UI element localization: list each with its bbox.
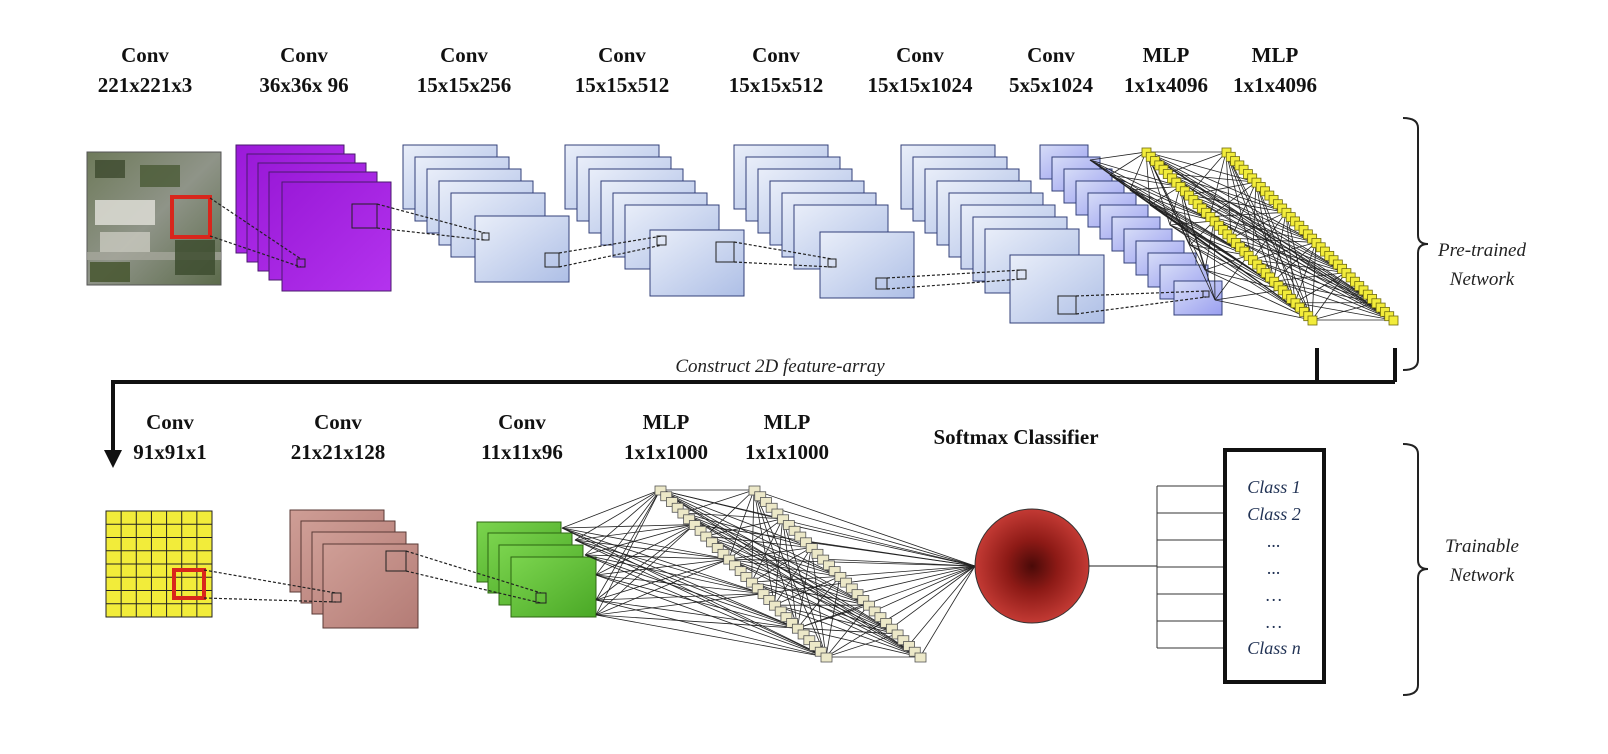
class-item: ... bbox=[1267, 558, 1281, 578]
t-layer2-dims: 21x21x128 bbox=[291, 440, 386, 464]
softmax-classifier-node bbox=[974, 508, 1090, 624]
layer6-type: Conv bbox=[896, 43, 944, 67]
t-layer1-dims: 91x91x1 bbox=[133, 440, 207, 464]
feature-array-grid bbox=[105, 510, 213, 618]
brace-trainable-line2: Network bbox=[1449, 565, 1515, 586]
arrow-down-icon bbox=[104, 450, 122, 468]
grid-highlight-box bbox=[172, 568, 206, 600]
layer3-type: Conv bbox=[440, 43, 488, 67]
bottom-mlp-connections bbox=[561, 489, 976, 658]
construct-label: Construct 2D feature-array bbox=[675, 356, 885, 377]
t-layer5-dims: 1x1x1000 bbox=[745, 440, 829, 464]
t-conv2-stack bbox=[289, 509, 419, 629]
bottom-mlp-nodes bbox=[654, 485, 927, 663]
class-item: Class 1 bbox=[1247, 477, 1301, 497]
brace-trainable-line1: Trainable bbox=[1445, 536, 1519, 557]
brace-pretrained-line1: Pre-trained bbox=[1437, 240, 1526, 261]
t-layer4-type: MLP bbox=[643, 410, 690, 434]
layer5-type: Conv bbox=[752, 43, 800, 67]
conv6-stack bbox=[900, 144, 1105, 324]
receptive-field-connectors-top bbox=[209, 197, 1207, 315]
class-list-box bbox=[1223, 448, 1326, 684]
t-layer4-dims: 1x1x1000 bbox=[624, 440, 708, 464]
class-item: … bbox=[1266, 585, 1282, 605]
t-layer3-dims: 11x11x96 bbox=[481, 440, 563, 464]
input-satellite-image bbox=[86, 151, 222, 286]
input-highlight-box bbox=[170, 195, 212, 239]
t-layer3-type: Conv bbox=[498, 410, 546, 434]
t-layer1-type: Conv bbox=[146, 410, 194, 434]
layer5-dims: 15x15x512 bbox=[729, 73, 824, 97]
layer1-type: Conv bbox=[121, 43, 169, 67]
top-mlp-nodes bbox=[1141, 147, 1399, 326]
conv3-stack bbox=[402, 144, 570, 283]
conv4-stack bbox=[564, 144, 745, 297]
layer2-type: Conv bbox=[280, 43, 328, 67]
layer6-dims: 15x15x1024 bbox=[868, 73, 974, 97]
class-item: Class n bbox=[1247, 638, 1301, 658]
layer2-dims: 36x36x 96 bbox=[259, 73, 348, 97]
brace-pretrained-line2: Network bbox=[1449, 269, 1515, 290]
t-layer2-type: Conv bbox=[314, 410, 362, 434]
brace-trainable: Trainable Network bbox=[1402, 443, 1519, 696]
layer4-dims: 15x15x512 bbox=[575, 73, 670, 97]
class-item: Class 2 bbox=[1247, 504, 1301, 524]
layer7-type: Conv bbox=[1027, 43, 1075, 67]
layer1-dims: 221x221x3 bbox=[98, 73, 193, 97]
output-classes: Class 1 Class 2 ... ... … … Class n bbox=[1156, 448, 1326, 684]
brace-pretrained: Pre-trained Network bbox=[1402, 117, 1526, 371]
trainable-labels: Conv 91x91x1 Conv 21x21x128 Conv 11x11x9… bbox=[133, 410, 1098, 464]
layer8-dims: 1x1x4096 bbox=[1124, 73, 1208, 97]
layer9-type: MLP bbox=[1252, 43, 1299, 67]
layer7-dims: 5x5x1024 bbox=[1009, 73, 1094, 97]
construct-feature-array-arrow: Construct 2D feature-array bbox=[104, 348, 1397, 468]
t-layer5-type: MLP bbox=[764, 410, 811, 434]
class-item: ... bbox=[1267, 531, 1281, 551]
layer4-type: Conv bbox=[598, 43, 646, 67]
conv2-stack bbox=[235, 144, 392, 292]
softmax-label: Softmax Classifier bbox=[933, 425, 1098, 449]
conv5-stack bbox=[733, 144, 915, 299]
layer8-type: MLP bbox=[1143, 43, 1190, 67]
layer9-dims: 1x1x4096 bbox=[1233, 73, 1317, 97]
receptive-field-connectors-bottom bbox=[203, 550, 542, 604]
t-conv3-stack bbox=[476, 521, 597, 618]
class-item: … bbox=[1266, 612, 1282, 632]
layer3-dims: 15x15x256 bbox=[417, 73, 512, 97]
conv7-stack bbox=[1039, 144, 1223, 316]
pretrained-labels: Conv 221x221x3 Conv 36x36x 96 Conv 15x15… bbox=[98, 43, 1317, 97]
